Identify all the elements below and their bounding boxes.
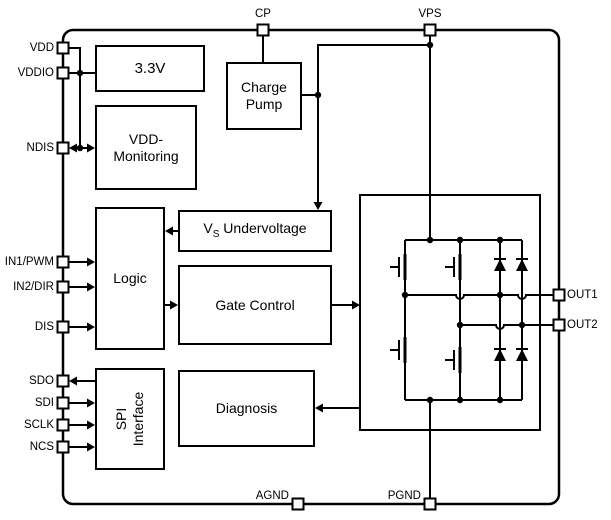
mosfet-icon xyxy=(390,254,407,280)
wire-vdd-trunk xyxy=(69,47,81,148)
block-gate-control-label: Gate Control xyxy=(215,296,295,313)
power-stage-box xyxy=(359,194,541,431)
pin-label-pgnd: PGND xyxy=(387,490,421,502)
pin-label-sdi: SDI xyxy=(34,397,54,409)
pin-sclk xyxy=(56,418,70,432)
block-vdd-monitoring: VDD- Monitoring xyxy=(95,105,197,190)
pin-label-dis: DIS xyxy=(34,321,54,333)
diode-icon xyxy=(494,258,506,271)
block-logic: Logic xyxy=(95,207,165,350)
pin-sdo xyxy=(56,374,70,388)
junction-dots xyxy=(76,41,526,404)
mosfet-icon xyxy=(445,254,462,280)
mosfet-icons xyxy=(390,254,462,373)
block-logic-label: Logic xyxy=(113,270,147,286)
pin-squares xyxy=(56,23,566,511)
wire-vs-undervoltage-branch xyxy=(317,44,430,202)
pin-label-ndis: NDIS xyxy=(26,142,54,154)
wire-out1 xyxy=(405,294,554,300)
vs-symbol: V xyxy=(203,219,213,236)
vs-subscript: S xyxy=(212,228,220,240)
wire-out2 xyxy=(460,324,554,330)
block-vs-undervoltage: VS Undervoltage xyxy=(178,210,332,252)
diode-icons xyxy=(494,258,528,361)
pin-out1 xyxy=(552,288,566,302)
pin-label-sdo: SDO xyxy=(29,375,54,387)
block-charge-pump-label: Charge Pump xyxy=(241,79,287,112)
diode-icon xyxy=(494,348,506,361)
vs-text: Undervoltage xyxy=(219,219,307,236)
pin-ndis xyxy=(56,141,70,155)
block-diagnosis-label: Diagnosis xyxy=(215,400,278,416)
pin-vddio xyxy=(56,66,70,80)
block-charge-pump: Charge Pump xyxy=(226,62,302,130)
pin-label-vddio: VDDIO xyxy=(17,67,54,79)
block-3v3-label: 3.3V xyxy=(134,60,166,77)
block-vs-undervoltage-label: VS Undervoltage xyxy=(203,220,306,243)
pin-label-cp: CP xyxy=(255,8,271,20)
block-spi-interface: SPI Interface xyxy=(95,368,165,470)
pin-in2-dir xyxy=(56,280,70,294)
arrowheads xyxy=(69,143,360,452)
block-spi-interface-label: SPI Interface xyxy=(112,391,146,447)
pin-out2 xyxy=(552,318,566,332)
mosfet-icon xyxy=(445,347,462,373)
pin-pgnd xyxy=(423,497,437,511)
diode-icon xyxy=(516,258,528,271)
block-gate-control: Gate Control xyxy=(178,265,332,345)
pin-in1-pwm xyxy=(56,255,70,269)
pin-agnd xyxy=(291,497,305,511)
pin-label-vdd: VDD xyxy=(29,42,54,54)
pin-label-agnd: AGND xyxy=(255,490,289,502)
block-vdd-monitoring-label: VDD- Monitoring xyxy=(113,130,179,164)
pin-label-ncs: NCS xyxy=(29,441,54,453)
mosfet-icon xyxy=(390,337,407,363)
pin-label-out2: OUT2 xyxy=(567,319,598,331)
pin-vdd xyxy=(56,41,70,55)
pin-label-vps: VPS xyxy=(418,8,442,20)
pin-vps xyxy=(423,23,437,37)
pin-label-sclk: SCLK xyxy=(23,419,54,431)
pin-cp xyxy=(256,23,270,37)
pin-sdi xyxy=(56,396,70,410)
pin-dis xyxy=(56,320,70,334)
diode-icon xyxy=(516,348,528,361)
block-3v3-regulator: 3.3V xyxy=(95,45,205,92)
pin-label-in1-pwm: IN1/PWM xyxy=(4,256,54,268)
pin-label-in2-dir: IN2/DIR xyxy=(13,281,54,293)
block-diagnosis: Diagnosis xyxy=(178,370,315,447)
pin-ncs xyxy=(56,440,70,454)
pin-label-out1: OUT1 xyxy=(567,289,598,301)
